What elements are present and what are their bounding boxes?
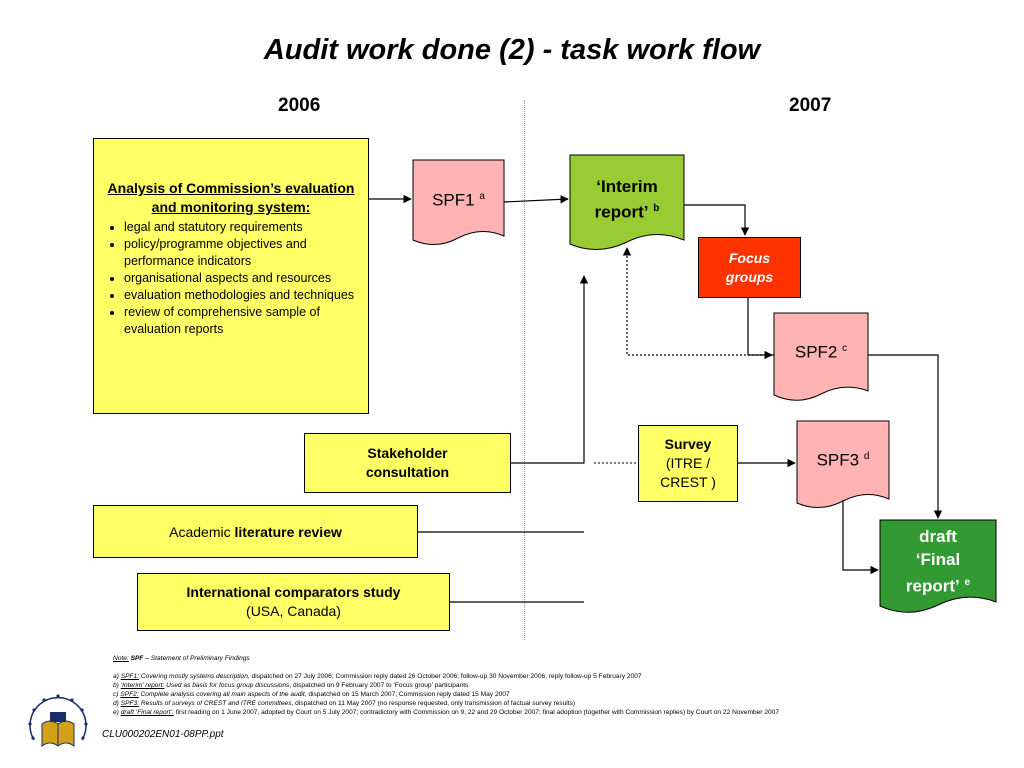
footnote-c: c) SPF2: Complete analysis covering all … xyxy=(113,690,1013,699)
spf2-document xyxy=(773,312,869,401)
footnote-term: draft ‘Final report’: xyxy=(120,709,174,716)
international-comparators-box: International comparators study (USA, Ca… xyxy=(137,573,450,631)
academic-bold: literature review xyxy=(234,523,342,540)
international-subtitle: (USA, Canada) xyxy=(246,603,341,619)
footnote-desc: Complete analysis covering all main aspe… xyxy=(140,691,305,698)
spf2-text: SPF2 xyxy=(794,342,838,362)
spf2-label: SPF2 c xyxy=(774,338,868,364)
footnote-a: a) SPF1: Covering mostly systems descrip… xyxy=(113,672,1013,681)
spf2-sup: c xyxy=(842,343,848,354)
analysis-item: legal and statutory requirements xyxy=(124,219,360,236)
international-title: International comparators study xyxy=(186,584,401,600)
arrow-focus-to-spf2 xyxy=(747,298,773,360)
note-line: Note: SPF – Statement of Preliminary Fin… xyxy=(113,654,1013,663)
footnote-desc: Covering mostly systems description xyxy=(140,673,248,680)
footnote-rest: , dispatched on 27 July 2006; Commission… xyxy=(247,673,642,680)
footnote-term: ‘Interim’ report: xyxy=(120,682,165,689)
spf3-text: SPF3 xyxy=(816,450,860,470)
survey-title: Survey xyxy=(664,436,712,452)
final-report-document xyxy=(879,519,997,613)
survey-box: Survey (ITRE / CREST ) xyxy=(638,425,738,502)
footnote-rest: , dispatched on 9 February 2007 to ‘Focu… xyxy=(289,682,469,689)
footnote-rest: , dispatched on 15 March 2007; Commissio… xyxy=(304,691,510,698)
analysis-list: legal and statutory requirements policy/… xyxy=(102,219,360,338)
footnote-term: SPF3: xyxy=(120,700,140,707)
year-2007-label: 2007 xyxy=(789,95,832,116)
footnote-letter: b) xyxy=(113,682,119,689)
spf1-sup: a xyxy=(479,191,485,202)
interim-sup: b xyxy=(653,203,660,214)
interim-line1: ‘Interim xyxy=(596,177,658,196)
footnotes: Note: SPF – Statement of Preliminary Fin… xyxy=(113,654,1013,717)
spf3-sup: d xyxy=(863,451,870,462)
year-2006-label: 2006 xyxy=(278,95,321,116)
arrow-interim-to-focus xyxy=(684,204,750,236)
final-report-label: draft ‘Final report’ e xyxy=(880,525,996,598)
footnote-desc: Used as basis for focus group discussion… xyxy=(166,682,290,689)
interim-report-label: ‘Interim report’ b xyxy=(570,176,684,224)
footnote-letter: d) xyxy=(113,700,119,707)
stakeholder-line1: Stakeholder xyxy=(367,445,448,461)
spf1-text: SPF1 xyxy=(432,190,475,210)
analysis-heading: Analysis of Commission’s evaluation and … xyxy=(107,180,355,215)
slide-title: Audit work done (2) - task work flow xyxy=(263,34,761,66)
focus-line1: Focus xyxy=(728,249,771,266)
analysis-item: evaluation methodologies and techniques xyxy=(124,287,360,304)
final-line1: draft xyxy=(919,527,957,546)
analysis-item: review of comprehensive sample of evalua… xyxy=(124,304,360,338)
note-spf-def: – Statement of Preliminary Findings xyxy=(145,655,250,662)
analysis-item: organisational aspects and resources xyxy=(124,270,360,287)
footnote-letter: a) xyxy=(113,673,119,680)
focus-groups-box: Focus groups xyxy=(698,237,801,298)
footnote-d: d) SPF3: Results of surveys of CREST and… xyxy=(113,699,1013,708)
footnote-b: b) ‘Interim’ report: Used as basis for f… xyxy=(113,681,1013,690)
interim-report-document xyxy=(569,154,685,250)
spf1-label: SPF1 a xyxy=(413,186,504,212)
final-sup: e xyxy=(964,577,971,588)
footnote-letter: e) xyxy=(113,709,119,716)
stakeholder-line2: consultation xyxy=(365,464,450,480)
interim-line2: report’ xyxy=(594,202,649,222)
arrow-spf1-to-interim xyxy=(503,195,569,204)
footnote-term: SPF1: xyxy=(120,673,140,680)
analysis-box: Analysis of Commission’s evaluation and … xyxy=(93,138,369,414)
footnote-e: e) draft ‘Final report’: first reading o… xyxy=(113,708,1013,717)
footnote-rest: first reading on 1 June 2007, adopted by… xyxy=(175,709,780,716)
survey-line2: (ITRE / xyxy=(665,455,711,471)
academic-literature-box: Academic literature review xyxy=(93,505,418,558)
note-label: Note: xyxy=(113,655,129,662)
arrow-spf2-to-interim-dotted xyxy=(622,247,774,356)
final-line2: ‘Final xyxy=(915,550,961,569)
footnote-rest: , dispatched on 11 May 2007 (no response… xyxy=(291,700,576,707)
academic-prefix: Academic xyxy=(169,523,231,540)
analysis-item: policy/programme objectives and performa… xyxy=(124,236,360,270)
footnote-letter: c) xyxy=(113,691,119,698)
connector-inputs-to-interim xyxy=(511,275,589,464)
arrow-spf3-to-final xyxy=(842,500,879,575)
note-spf-term: SPF xyxy=(130,655,144,662)
year-divider xyxy=(524,100,525,640)
focus-line2: groups xyxy=(725,268,774,285)
spf1-document xyxy=(412,159,505,245)
arrow-spf2-to-final xyxy=(868,354,943,519)
footnote-term: SPF2: xyxy=(120,691,139,698)
spf3-label: SPF3 d xyxy=(797,446,889,472)
footnote-desc: Results of surveys of CREST and ITRE com… xyxy=(140,700,292,707)
final-line3: report’ xyxy=(905,576,960,596)
stakeholder-consultation-box: Stakeholder consultation xyxy=(304,433,511,493)
survey-line3: CREST ) xyxy=(660,474,716,490)
footer-file-reference: CLU000202EN01-08PP.ppt xyxy=(102,729,224,740)
court-logo-icon xyxy=(28,694,88,747)
